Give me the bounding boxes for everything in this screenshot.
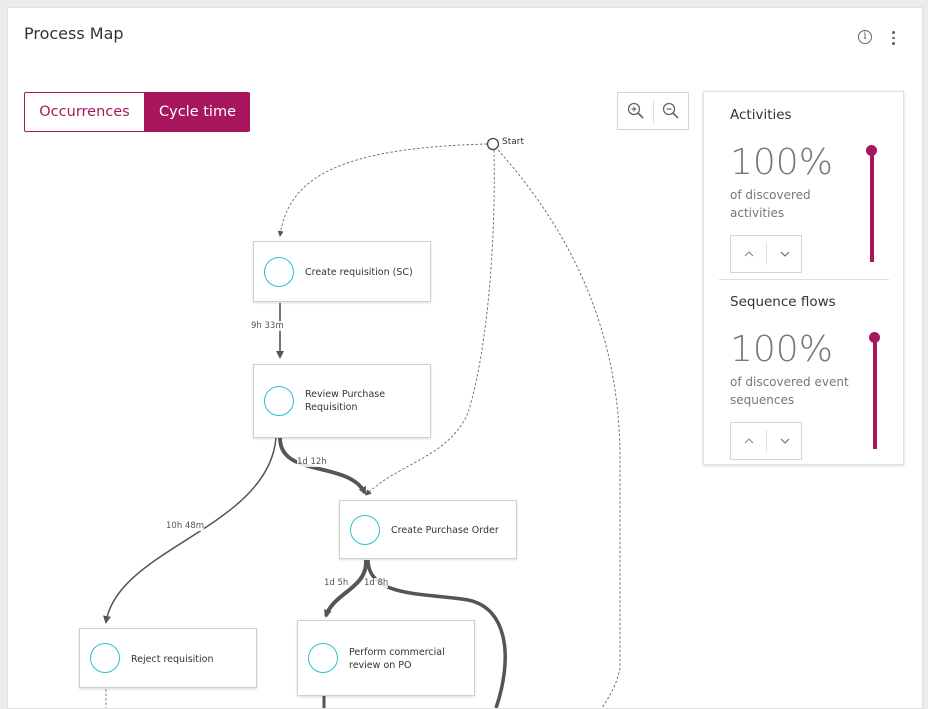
- panel-divider: [719, 279, 889, 280]
- activity-label: Create Purchase Order: [391, 525, 499, 536]
- start-node[interactable]: [486, 137, 500, 151]
- process-map-card: Process Map i Occurrences Cycle time: [7, 7, 923, 709]
- sequence-flows-percent: 100%: [730, 329, 833, 370]
- activities-stepper: [730, 235, 802, 273]
- activity-label: Review Purchase Requisition: [305, 389, 386, 413]
- process-map-edges: [103, 137, 621, 708]
- chevron-down-icon[interactable]: [767, 423, 802, 459]
- activity-node-create-requisition[interactable]: Create requisition (SC): [253, 241, 431, 302]
- edge-start-to-po: [365, 149, 495, 496]
- sequence-flows-slider-track[interactable]: [873, 339, 877, 449]
- activity-circle-icon: [264, 386, 294, 416]
- activity-node-reject-requisition[interactable]: Reject requisition: [79, 628, 257, 688]
- edge-review-to-po: [278, 437, 367, 495]
- zoom-controls: [617, 92, 689, 130]
- edge-po-to-perform: [323, 559, 369, 618]
- zoom-in-icon[interactable]: [626, 101, 646, 121]
- activities-slider-handle[interactable]: [866, 145, 877, 156]
- edge-review-to-reject: [103, 437, 277, 624]
- chevron-up-icon[interactable]: [731, 236, 766, 272]
- zoom-out-icon[interactable]: [661, 101, 681, 121]
- edge-start-to-end: [497, 149, 621, 708]
- activity-node-perform-commercial-review[interactable]: Perform commercial review on PO: [297, 620, 475, 696]
- more-vertical-icon[interactable]: [888, 30, 898, 46]
- cycle-time-toggle-button[interactable]: Cycle time: [145, 92, 250, 132]
- edge-label: 9h 33m: [251, 321, 284, 331]
- activities-slider-track[interactable]: [870, 152, 874, 262]
- activity-node-create-purchase-order[interactable]: Create Purchase Order: [339, 500, 517, 559]
- activity-label: Reject requisition: [131, 654, 214, 665]
- page-title: Process Map: [24, 24, 124, 43]
- activity-label: Perform commercial review on PO: [349, 647, 445, 671]
- info-icon[interactable]: i: [858, 30, 872, 44]
- start-label: Start: [502, 137, 524, 147]
- activities-filter-title: Activities: [730, 107, 792, 123]
- sequence-flows-stepper: [730, 422, 802, 460]
- edge-label: 1d 5h: [324, 578, 349, 588]
- activity-node-review-purchase-requisition[interactable]: Review Purchase Requisition: [253, 364, 431, 438]
- edge-label: 10h 48m: [166, 521, 205, 531]
- activities-percent: 100%: [730, 142, 833, 183]
- activity-circle-icon: [308, 643, 338, 673]
- edge-label: 1d 8h: [364, 578, 389, 588]
- filter-panel: Activities 100% of discovered activities…: [703, 91, 904, 465]
- activities-subtitle: of discovered activities: [730, 188, 811, 220]
- chevron-down-icon[interactable]: [767, 236, 802, 272]
- sequence-flows-subtitle: of discovered event sequences: [730, 375, 849, 407]
- occurrences-toggle-button[interactable]: Occurrences: [24, 92, 145, 132]
- activity-label: Create requisition (SC): [305, 267, 413, 278]
- sequence-flows-filter-title: Sequence flows: [730, 294, 836, 310]
- activity-circle-icon: [90, 643, 120, 673]
- edge-start-to-create: [277, 143, 488, 237]
- sequence-flows-slider-handle[interactable]: [869, 332, 880, 343]
- edge-label: 1d 12h: [297, 457, 327, 467]
- chevron-up-icon[interactable]: [731, 423, 766, 459]
- activity-circle-icon: [350, 515, 380, 545]
- activity-circle-icon: [264, 257, 294, 287]
